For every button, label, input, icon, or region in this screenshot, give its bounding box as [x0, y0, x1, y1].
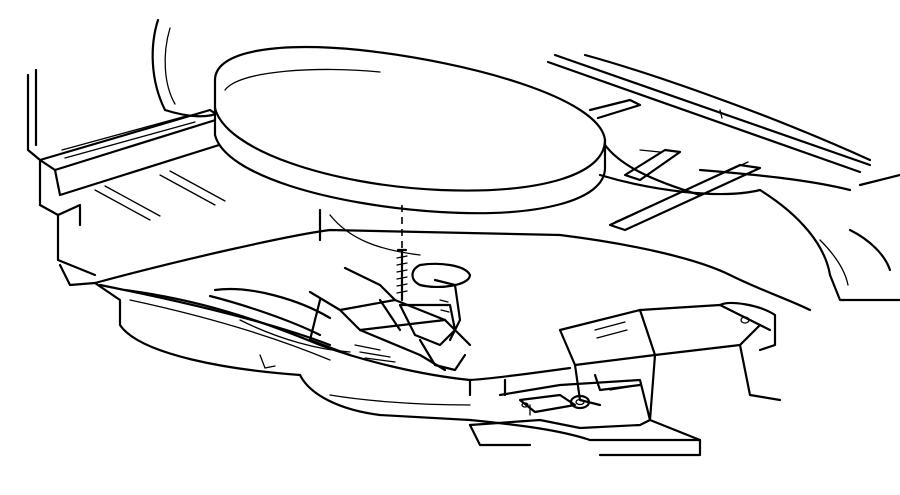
- scissor-jack: [308, 266, 472, 372]
- well-rim: [98, 283, 472, 406]
- rear-sill: [468, 366, 702, 457]
- left-floor-rail: [38, 108, 237, 287]
- right-floor-pan: [546, 53, 872, 232]
- spare-tire: [213, 46, 607, 215]
- spare-tire-well: [93, 208, 732, 442]
- rear-crossmember: [558, 301, 782, 442]
- retaining-bolt: [396, 248, 408, 302]
- left-body-panel: [26, 18, 222, 207]
- right-wheelhouse: [728, 173, 900, 312]
